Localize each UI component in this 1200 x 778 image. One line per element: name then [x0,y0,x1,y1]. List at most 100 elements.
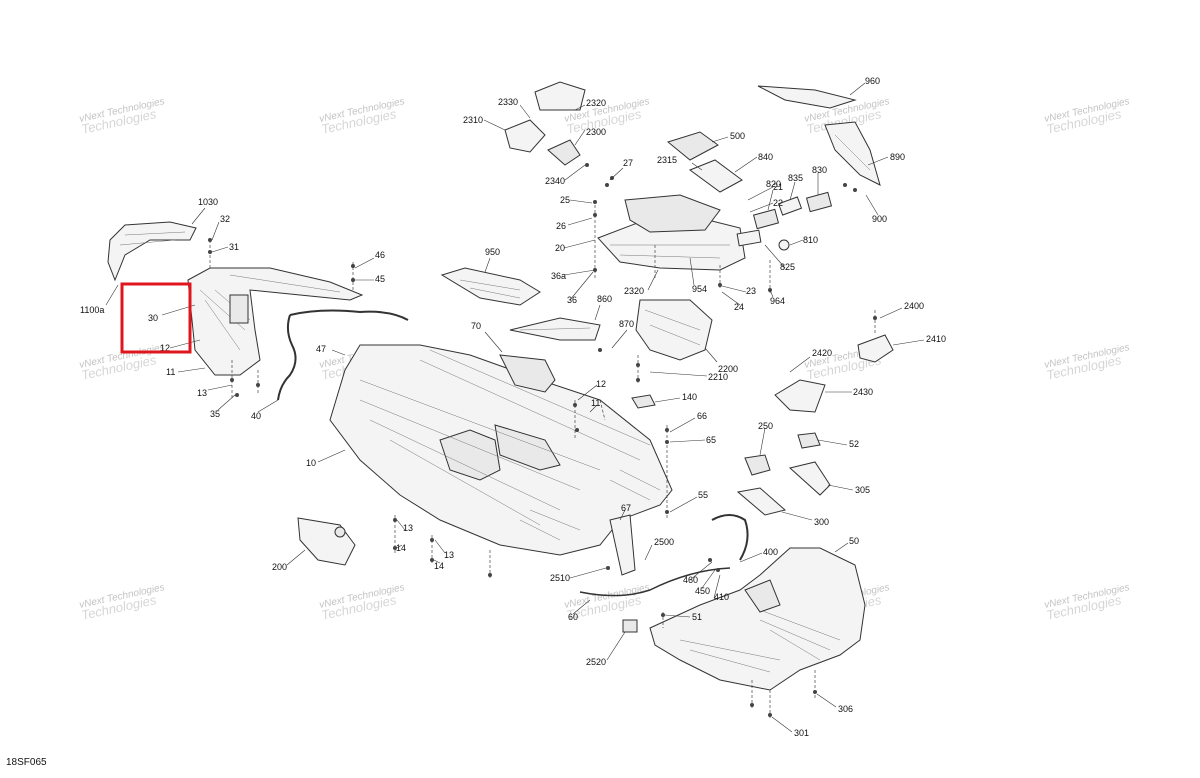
callout-200[interactable]: 200 [272,562,287,572]
callout-21[interactable]: 21 [773,182,783,192]
callout-2210[interactable]: 2210 [708,372,728,382]
callout-65[interactable]: 65 [706,435,716,445]
callout-2200[interactable]: 2200 [718,364,738,374]
callout-20[interactable]: 20 [555,243,565,253]
callout-954[interactable]: 954 [692,284,707,294]
callout-500[interactable]: 500 [730,131,745,141]
callout-12[interactable]: 12 [596,379,606,389]
callout-14b[interactable]: 14 [434,561,444,571]
part-810[interactable] [778,239,790,251]
callout-11[interactable]: 11 [166,367,175,377]
callout-890[interactable]: 890 [890,152,905,162]
callout-40[interactable]: 40 [251,411,261,421]
callout-410[interactable]: 410 [714,592,729,602]
callout-870[interactable]: 870 [619,319,634,329]
callout-23[interactable]: 23 [746,286,756,296]
part-52[interactable] [797,432,821,449]
part-cover-840[interactable] [688,159,743,193]
callout-52[interactable]: 52 [849,439,859,449]
callout-14[interactable]: 14 [396,543,406,553]
callout-11b[interactable]: 11 [591,398,600,408]
callout-1030[interactable]: 1030 [198,197,218,207]
part-305[interactable] [788,461,831,496]
part-seat-950[interactable] [440,267,541,306]
callout-825[interactable]: 825 [780,262,795,272]
part-250[interactable] [744,454,771,476]
callout-2330[interactable]: 2330 [498,97,518,107]
callout-24[interactable]: 24 [734,302,744,312]
callout-2500[interactable]: 2500 [654,537,674,547]
part-bin-70[interactable] [499,354,556,393]
callout-47[interactable]: 47 [316,344,326,354]
callout-840[interactable]: 840 [758,152,773,162]
part-835[interactable] [777,196,803,216]
part-bushing-2520[interactable] [622,619,638,633]
part-140[interactable] [631,394,656,409]
callout-305[interactable]: 305 [855,485,870,495]
callout-960[interactable]: 960 [865,76,880,86]
callout-36a[interactable]: 36a [551,271,566,281]
callout-306[interactable]: 306 [838,704,853,714]
callout-26[interactable]: 26 [556,221,566,231]
callout-13[interactable]: 13 [197,388,207,398]
callout-2400[interactable]: 2400 [904,301,924,311]
callout-27[interactable]: 27 [623,158,633,168]
callout-140[interactable]: 140 [682,392,697,402]
callout-13b[interactable]: 13 [403,523,413,533]
callout-67[interactable]: 67 [621,503,631,513]
part-gauge-2330[interactable] [534,81,586,111]
callout-460[interactable]: 460 [683,575,698,585]
callout-13c[interactable]: 13 [444,550,454,560]
callout-22[interactable]: 22 [773,198,783,208]
part-cable-2500[interactable] [579,567,731,597]
callout-2340[interactable]: 2340 [545,176,565,186]
part-hose-40[interactable] [277,309,409,401]
callout-2510[interactable]: 2510 [550,573,570,583]
callout-25[interactable]: 25 [560,195,570,205]
part-830[interactable] [805,191,833,213]
callout-950[interactable]: 950 [485,247,500,257]
callout-2320[interactable]: 2320 [624,286,644,296]
callout-2300[interactable]: 2300 [586,127,606,137]
callout-400[interactable]: 400 [763,547,778,557]
callout-860[interactable]: 860 [597,294,612,304]
part-deck-10[interactable] [329,344,673,556]
part-gauge-2310[interactable] [504,119,546,153]
callout-46[interactable]: 46 [375,250,385,260]
callout-830[interactable]: 830 [812,165,827,175]
part-console-2200[interactable] [635,299,713,361]
part-gauge-2300[interactable] [547,139,581,166]
part-trim-860[interactable] [509,317,601,341]
callout-820[interactable]: 820 [766,179,781,189]
callout-55[interactable]: 55 [698,490,708,500]
callout-835[interactable]: 835 [788,173,803,183]
part-825[interactable] [736,229,762,247]
part-820[interactable] [752,208,780,230]
callout-60[interactable]: 60 [568,612,578,622]
callout-2310[interactable]: 2310 [463,115,483,125]
callout-2315[interactable]: 2315 [657,155,677,165]
callout-50[interactable]: 50 [849,536,859,546]
part-300[interactable] [736,487,787,516]
callout-1100a[interactable]: 1100a [80,305,104,315]
callout-32[interactable]: 32 [220,214,230,224]
callout-2320-top[interactable]: 2320 [586,98,606,108]
callout-30[interactable]: 30 [148,313,158,323]
part-bracket-67[interactable] [609,514,636,576]
callout-66[interactable]: 66 [697,411,707,421]
part-side-panel-30[interactable] [187,267,364,376]
callout-2410[interactable]: 2410 [926,334,946,344]
callout-2430[interactable]: 2430 [853,387,873,397]
part-handle-55[interactable] [711,514,749,561]
callout-900[interactable]: 900 [872,214,887,224]
callout-2520[interactable]: 2520 [586,657,606,667]
part-frame-20[interactable] [597,194,746,271]
callout-450[interactable]: 450 [695,586,710,596]
part-2410[interactable] [857,334,894,363]
callout-35[interactable]: 35 [210,409,220,419]
part-side-cover-1030[interactable] [107,221,197,282]
part-cover-200[interactable] [297,517,356,566]
callout-36[interactable]: 36 [567,295,577,305]
part-2430[interactable] [774,379,826,413]
callout-70[interactable]: 70 [471,321,481,331]
